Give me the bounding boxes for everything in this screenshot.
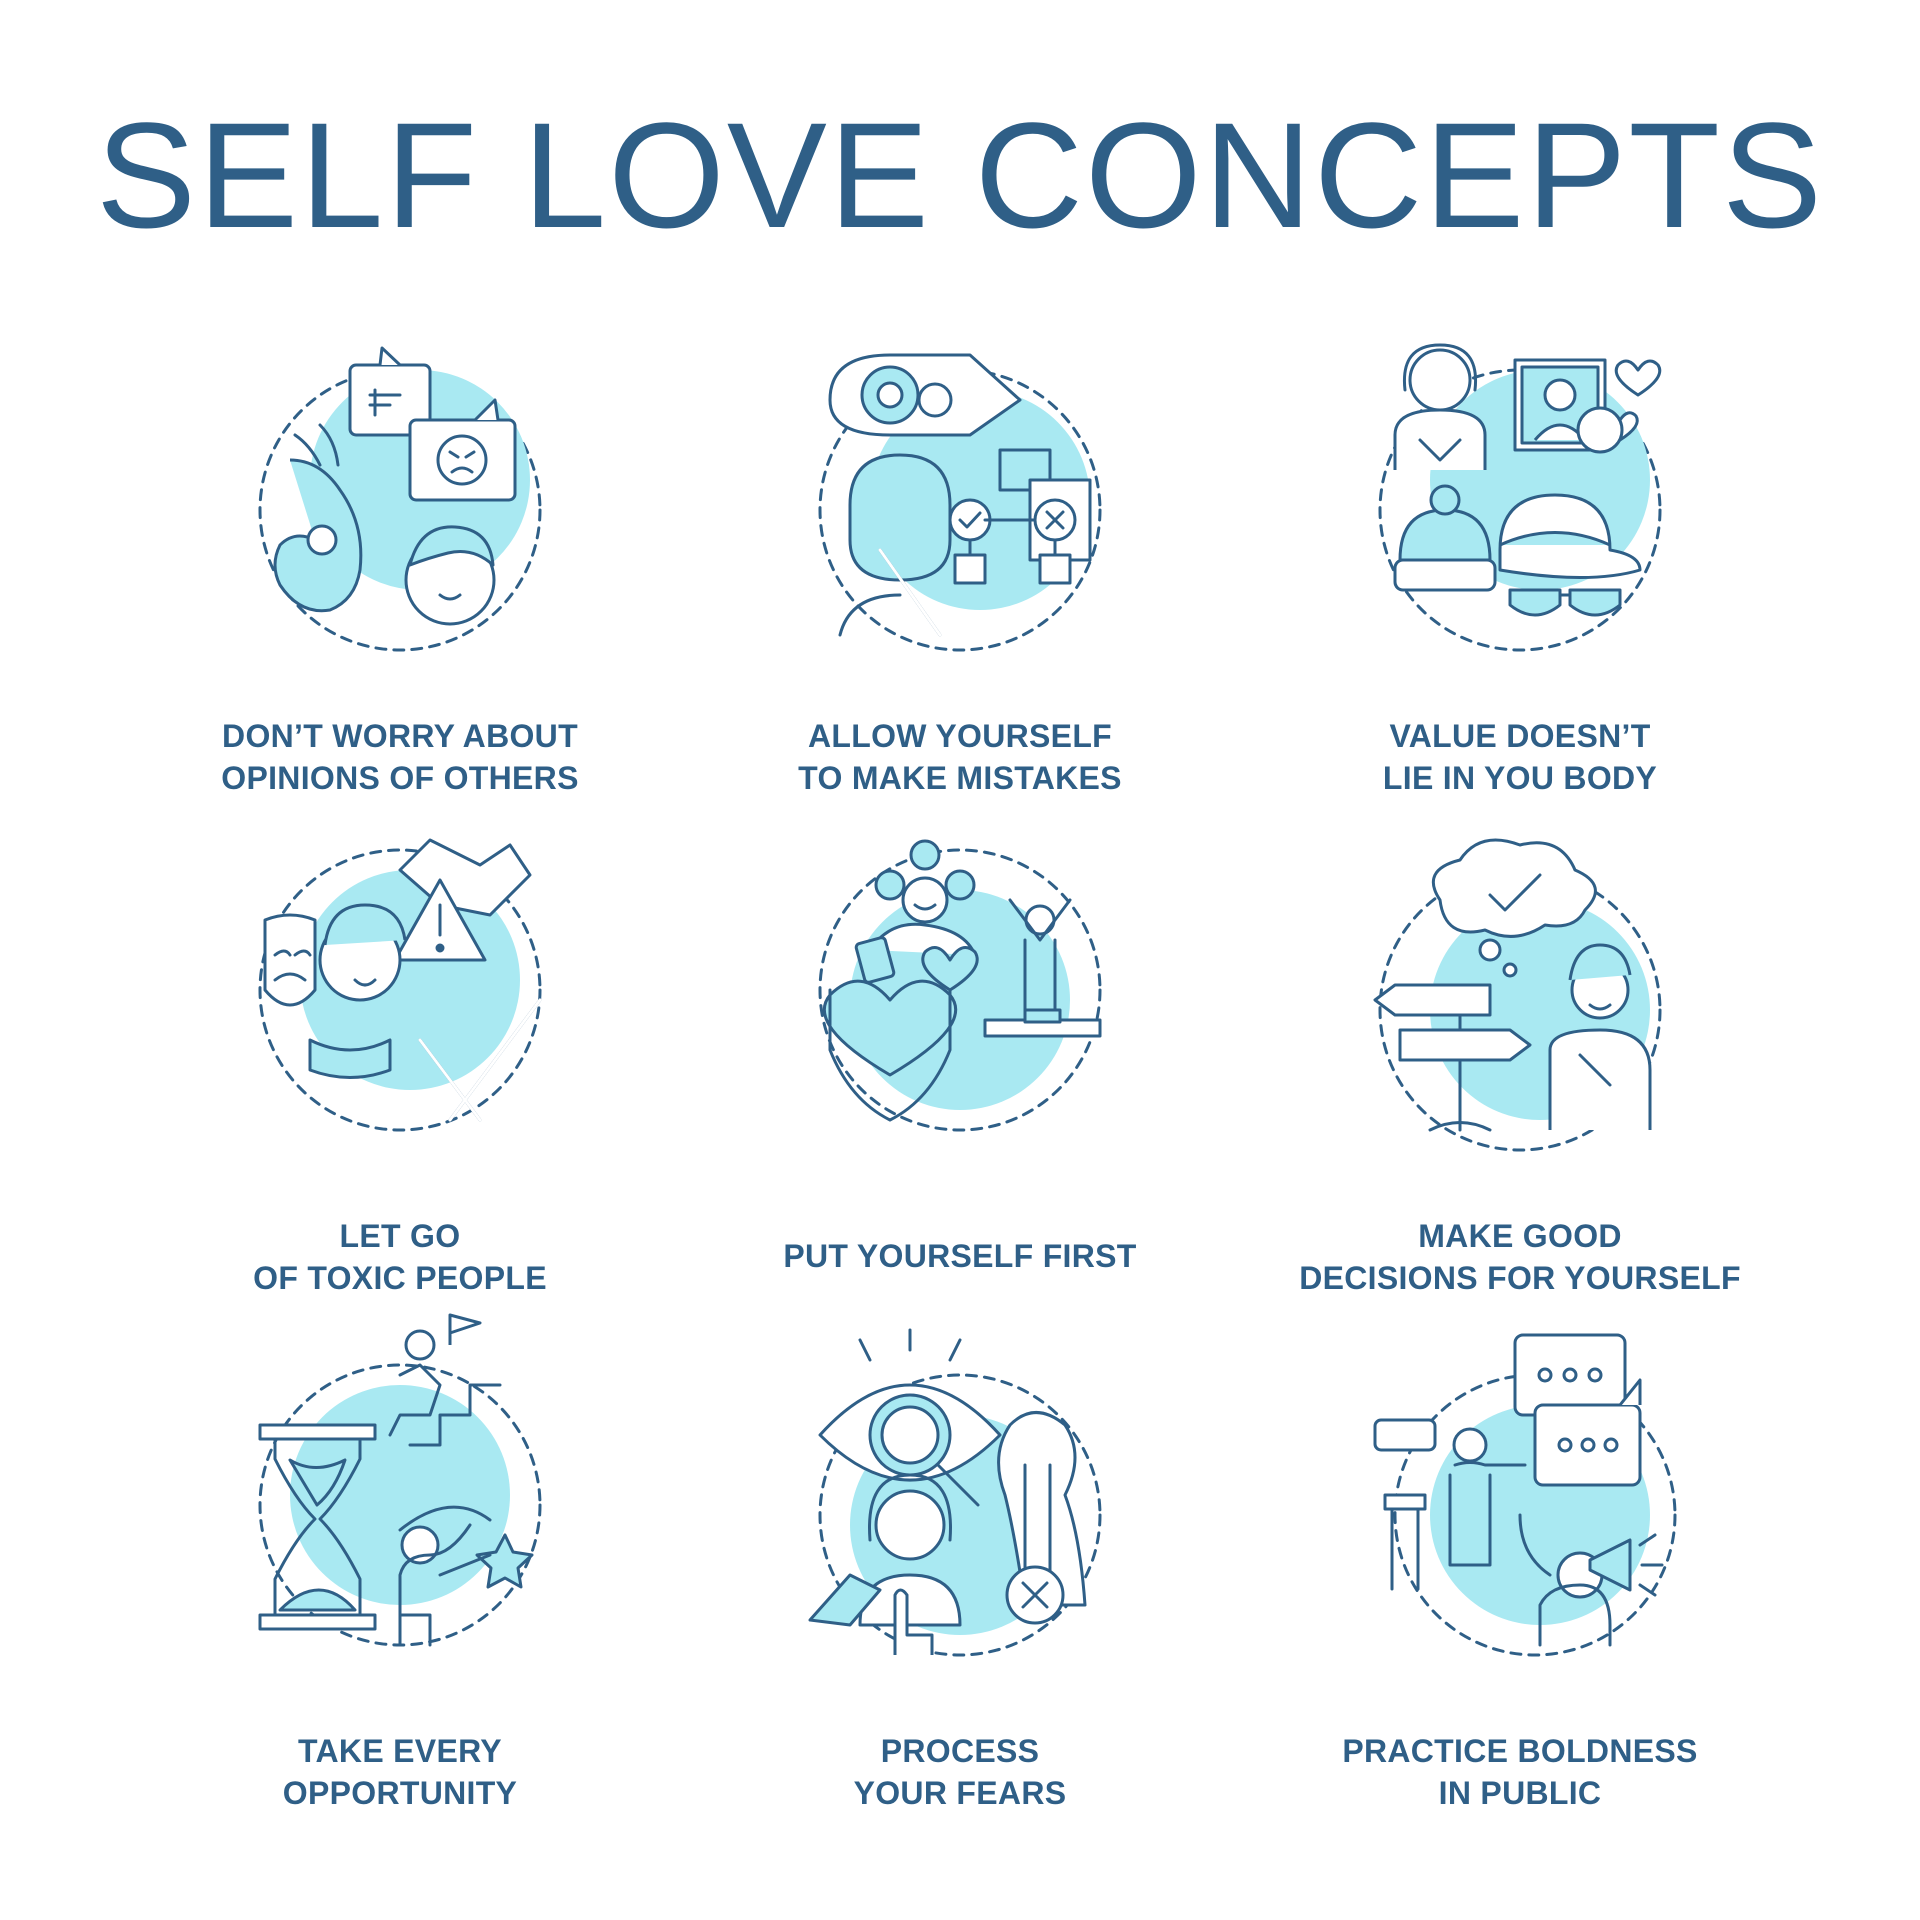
concept-label: PRACTICE BOLDNESS IN PUBLIC: [1342, 1733, 1698, 1811]
eye-magnifier-fear-icon: [808, 1328, 1110, 1657]
ok-hand-angry-comment-icon: [250, 340, 550, 652]
concept-label: LET GO OF TOXIC PEOPLE: [253, 1218, 547, 1296]
concept-label: MAKE GOOD DECISIONS FOR YOURSELF: [1299, 1218, 1741, 1296]
concept-label: VALUE DOESN’T LIE IN YOU BODY: [1382, 718, 1658, 796]
mask-warning-crossed-hands-icon: [250, 838, 550, 1140]
concept-label: DON’T WORRY ABOUT OPINIONS OF OTHERS: [221, 718, 579, 796]
concept-label: PROCESS YOUR FEARS: [853, 1733, 1067, 1811]
thought-check-signpost-icon: [1370, 838, 1670, 1152]
correction-tape-flowchart-icon: [810, 340, 1110, 652]
woman-portrait-hat-glasses-icon: [1370, 340, 1670, 652]
speaker-megaphone-chat-icon: [1370, 1333, 1677, 1657]
concept-label: TAKE EVERY OPPORTUNITY: [282, 1733, 518, 1811]
concept-label: ALLOW YOURSELF TO MAKE MISTAKES: [798, 718, 1122, 796]
page-title: SELF LOVE CONCEPTS: [95, 91, 1825, 259]
hourglass-climber-star-icon: [250, 1313, 550, 1655]
concept-label: PUT YOURSELF FIRST: [783, 1238, 1137, 1274]
heart-in-hands-winner-icon: [810, 839, 1110, 1140]
